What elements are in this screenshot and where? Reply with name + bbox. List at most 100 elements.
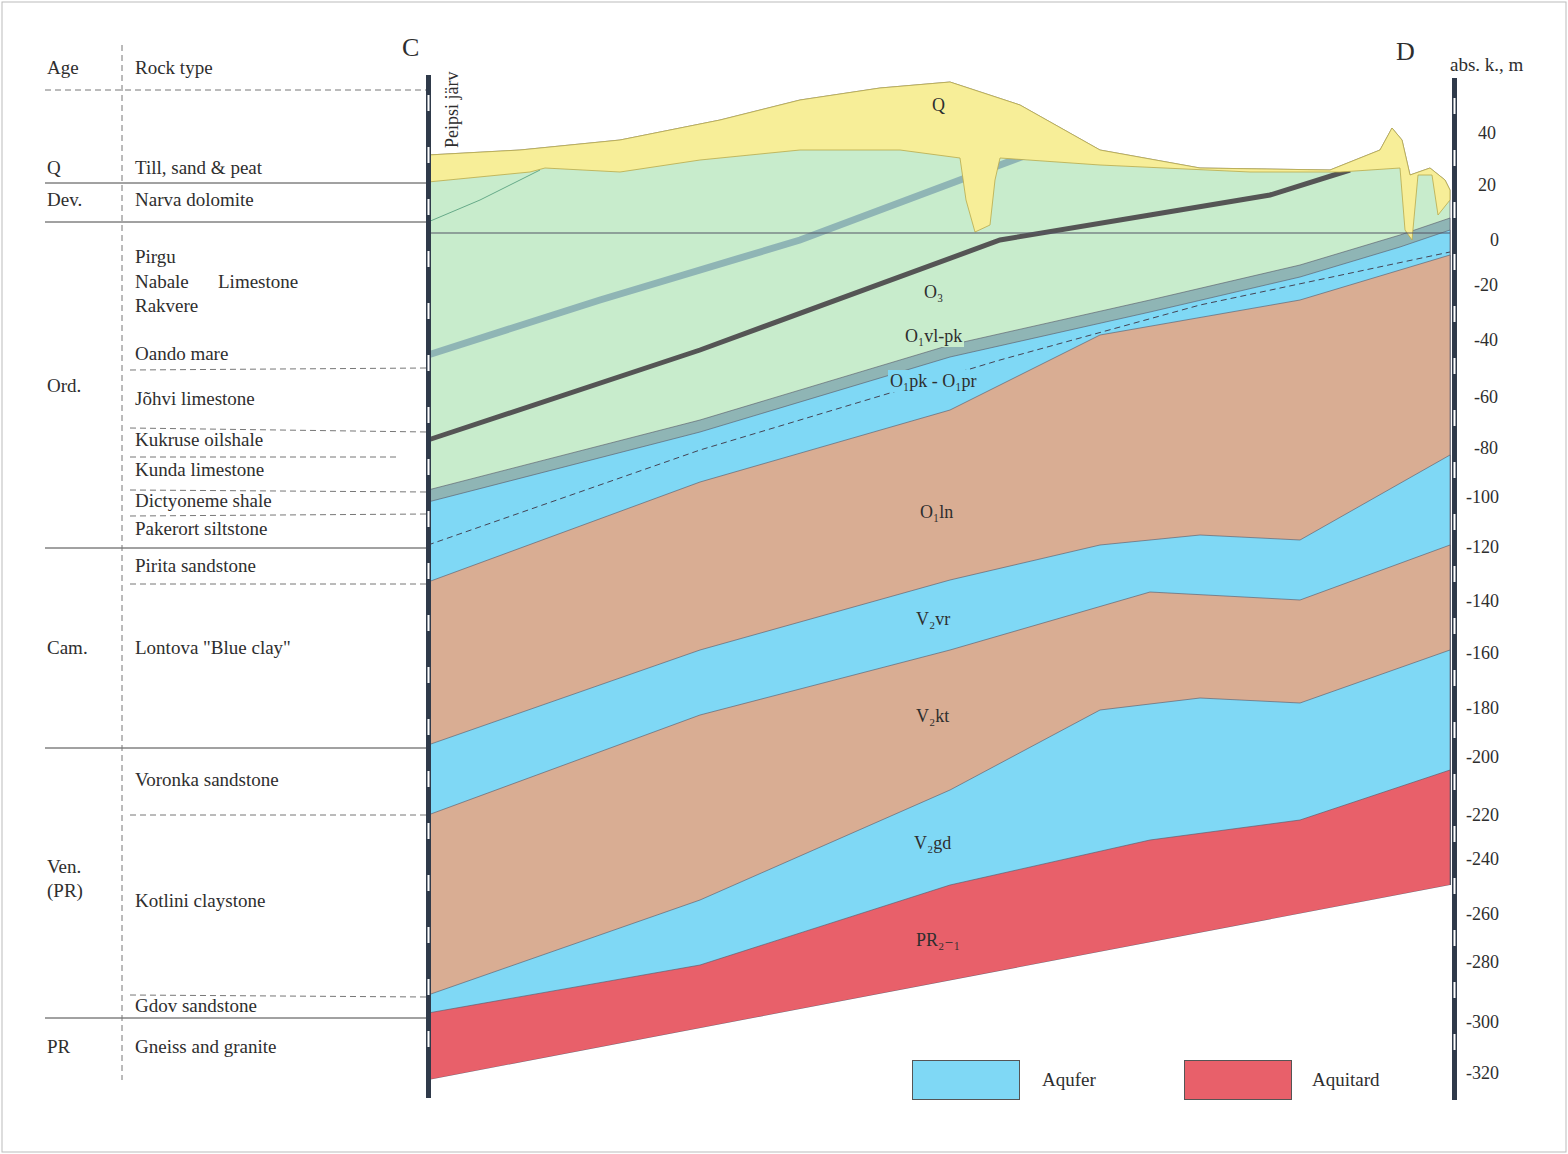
axis-tick bbox=[1454, 930, 1456, 946]
axis-value: -120 bbox=[1466, 536, 1499, 558]
axis-value: 20 bbox=[1478, 174, 1496, 196]
axis-tick bbox=[428, 823, 430, 839]
table-text: Ord. bbox=[47, 375, 81, 397]
table-text: PR bbox=[47, 1036, 70, 1058]
axis-tick bbox=[428, 979, 430, 995]
axis-value: -240 bbox=[1466, 848, 1499, 870]
table-text: Kunda limestone bbox=[135, 459, 264, 481]
axis-tick bbox=[428, 355, 430, 371]
axis-tick bbox=[1454, 202, 1456, 218]
table-text: Kukruse oilshale bbox=[135, 429, 263, 451]
axis-tick bbox=[1454, 150, 1456, 166]
layer-label: V₂gd bbox=[912, 832, 953, 854]
layer-label: V₂kt bbox=[914, 705, 951, 727]
axis-value: -320 bbox=[1466, 1062, 1499, 1084]
axis-tick bbox=[428, 667, 430, 683]
axis-tick bbox=[1454, 774, 1456, 790]
sea-level-line bbox=[428, 233, 1450, 234]
table-lines bbox=[45, 183, 428, 1018]
layer-label: O₁pk - O₁pr bbox=[888, 370, 979, 392]
table-text: Kotlini claystone bbox=[135, 890, 265, 912]
axis-value: 40 bbox=[1478, 122, 1496, 144]
table-text: Cam. bbox=[47, 637, 88, 659]
axis-tick bbox=[1454, 618, 1456, 634]
axis-value: -20 bbox=[1474, 274, 1498, 296]
table-text: Dev. bbox=[47, 189, 82, 211]
layer-label: V₂vr bbox=[914, 608, 952, 630]
axis-tick bbox=[1454, 98, 1456, 114]
table-text: Nabale bbox=[135, 271, 189, 293]
axis-value: -60 bbox=[1474, 386, 1498, 408]
legend-text: Aquitard bbox=[1312, 1069, 1380, 1091]
axis-tick bbox=[1454, 982, 1456, 998]
table-text: Till, sand & peat bbox=[135, 157, 262, 179]
axis-tick bbox=[1454, 462, 1456, 478]
table-text: (PR) bbox=[47, 880, 83, 902]
axis-bar bbox=[426, 75, 431, 1098]
axis-value: -40 bbox=[1474, 329, 1498, 351]
table-text: abs. k., m bbox=[1450, 54, 1523, 76]
table-text: Narva dolomite bbox=[135, 189, 254, 211]
axis-value: -260 bbox=[1466, 903, 1499, 925]
axis-bar bbox=[1452, 78, 1457, 1100]
layer-label: Q bbox=[930, 94, 947, 116]
section-letter: C bbox=[402, 34, 419, 62]
table-text: Pirgu bbox=[135, 246, 176, 268]
axis-value: -100 bbox=[1466, 486, 1499, 508]
legend-swatch bbox=[1184, 1060, 1292, 1100]
axis-value: -280 bbox=[1466, 951, 1499, 973]
axis-tick bbox=[1454, 566, 1456, 582]
table-text: Ven. bbox=[47, 856, 81, 878]
axis-tick bbox=[428, 459, 430, 475]
section-letter: D bbox=[1396, 38, 1415, 66]
axis-value: -160 bbox=[1466, 642, 1499, 664]
table-text: Age bbox=[47, 57, 79, 79]
table-text: Pirita sandstone bbox=[135, 555, 256, 577]
layer-label: O₁vl-pk bbox=[903, 325, 964, 347]
axis-tick bbox=[428, 719, 430, 735]
table-text: Lontova "Blue clay" bbox=[135, 637, 291, 659]
axis-tick bbox=[1454, 670, 1456, 686]
axis-tick bbox=[1454, 306, 1456, 322]
axis-tick bbox=[428, 771, 430, 787]
axis-tick bbox=[428, 95, 430, 111]
axis-tick bbox=[428, 199, 430, 215]
quaternary-layer bbox=[428, 82, 1450, 240]
axis-value: 0 bbox=[1490, 229, 1499, 251]
marl-band bbox=[428, 150, 1040, 355]
boundary-dashed bbox=[428, 252, 1450, 545]
axis-tick bbox=[428, 407, 430, 423]
axis-tick bbox=[428, 927, 430, 943]
axis-tick bbox=[1454, 878, 1456, 894]
axis-tick bbox=[428, 615, 430, 631]
layer-label: O₁ln bbox=[918, 501, 955, 523]
table-dashes bbox=[45, 45, 428, 1080]
axis-tick bbox=[428, 1031, 430, 1047]
axis-tick bbox=[1454, 826, 1456, 842]
axis-value: -80 bbox=[1474, 437, 1498, 459]
below-ground bbox=[428, 885, 1450, 1110]
table-text: Rakvere bbox=[135, 295, 198, 317]
axis-value: -220 bbox=[1466, 804, 1499, 826]
axis-value: -300 bbox=[1466, 1011, 1499, 1033]
table-text: Limestone bbox=[218, 271, 298, 293]
table-text: Rock type bbox=[135, 57, 213, 79]
layer-label: PR₂₋₁ bbox=[914, 929, 962, 951]
axis-value: -200 bbox=[1466, 746, 1499, 768]
table-text: Pakerort siltstone bbox=[135, 518, 267, 540]
lake-label: Peipsi järv bbox=[441, 72, 463, 149]
axis-tick bbox=[428, 511, 430, 527]
axis-tick bbox=[1454, 514, 1456, 530]
table-text: Jõhvi limestone bbox=[135, 388, 255, 410]
oilshale-line bbox=[428, 170, 1350, 440]
axis-tick bbox=[1454, 722, 1456, 738]
axis-tick bbox=[1454, 410, 1456, 426]
layer-label: O₃ bbox=[922, 281, 945, 303]
legend-swatch bbox=[912, 1060, 1020, 1100]
axis-tick bbox=[1454, 358, 1456, 374]
table-text: Oando mare bbox=[135, 343, 228, 365]
axis-tick bbox=[428, 303, 430, 319]
table-text: Dictyoneme shale bbox=[135, 490, 272, 512]
table-text: Q bbox=[47, 157, 61, 179]
